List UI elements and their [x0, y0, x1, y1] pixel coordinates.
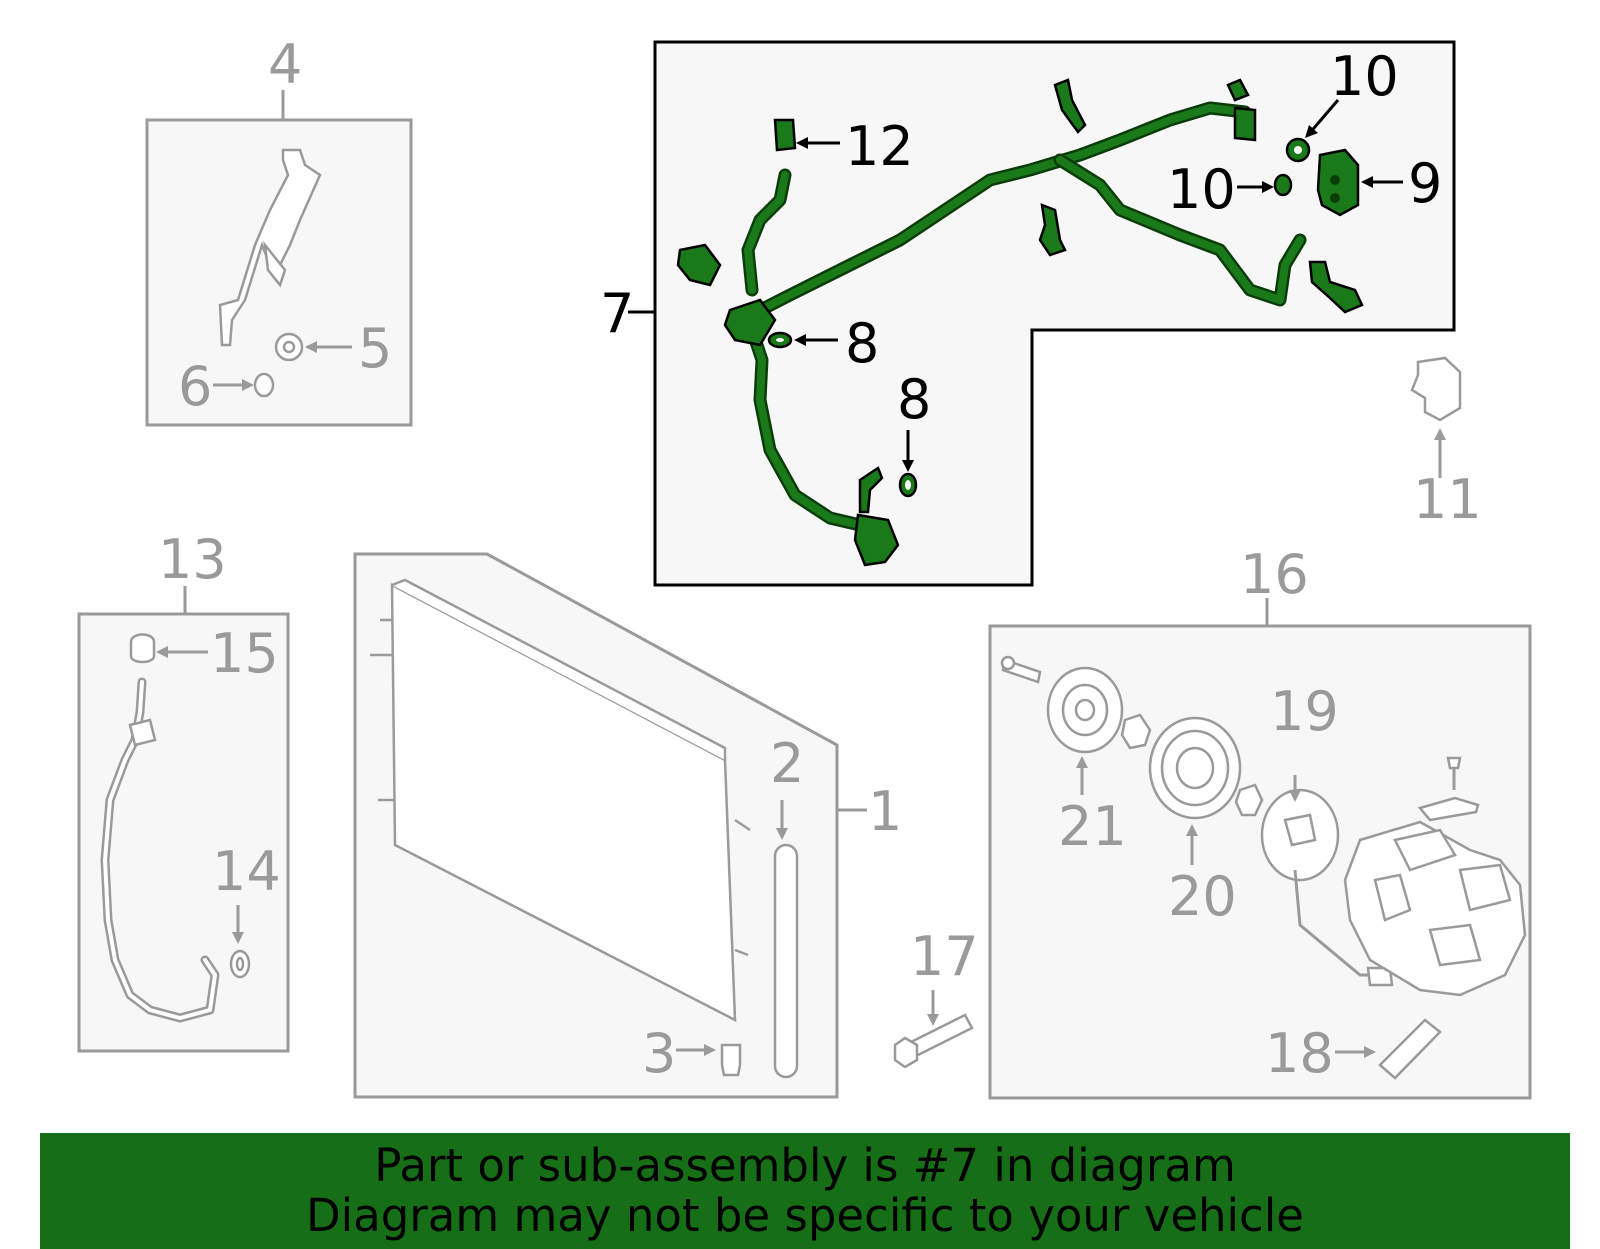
group-16[interactable]: 16 19 21 20 18: [988, 543, 1532, 1100]
label-4: 4: [268, 33, 302, 96]
label-9: 9: [1408, 152, 1442, 215]
label-8b: 8: [897, 368, 931, 431]
label-20: 20: [1168, 865, 1237, 928]
oring-6[interactable]: [253, 372, 275, 398]
label-16: 16: [1240, 543, 1309, 606]
group-17[interactable]: 17: [893, 925, 979, 1069]
relief-valve-18[interactable]: [1378, 1018, 1442, 1080]
hose-bracket-right[interactable]: [1308, 260, 1364, 314]
pressure-switch-11[interactable]: [1410, 356, 1462, 422]
compressor-body[interactable]: [1343, 820, 1527, 997]
label-10b: 10: [1167, 158, 1236, 221]
group-7[interactable]: 7 12 8 8 10 10 9: [600, 40, 1456, 587]
hose-bracket-left[interactable]: [676, 243, 722, 287]
plug-3[interactable]: [720, 1043, 742, 1077]
label-12: 12: [845, 115, 914, 178]
label-19: 19: [1270, 680, 1339, 743]
label-5: 5: [358, 317, 392, 380]
group-4[interactable]: 4 5 6: [145, 33, 413, 427]
info-banner: Part or sub-assembly is #7 in diagram Di…: [40, 1133, 1570, 1249]
label-18: 18: [1265, 1022, 1334, 1085]
label-13: 13: [158, 528, 227, 591]
condenser-core[interactable]: [390, 582, 737, 1023]
hose-end-fitting[interactable]: [853, 513, 900, 567]
label-3: 3: [642, 1022, 676, 1085]
oring-10b[interactable]: [1273, 173, 1293, 197]
bolt-top[interactable]: [1226, 78, 1250, 102]
service-port-12[interactable]: [773, 118, 797, 152]
label-2: 2: [770, 732, 804, 795]
pipe-bracket[interactable]: [218, 148, 322, 347]
hose-clip-top[interactable]: [1053, 78, 1087, 134]
group-13-box: [77, 612, 290, 1053]
group-1[interactable]: 1 2 3: [353, 552, 902, 1099]
label-1: 1: [868, 780, 902, 843]
label-17: 17: [910, 925, 979, 988]
label-15: 15: [210, 622, 279, 685]
label-11: 11: [1413, 468, 1482, 531]
group-11[interactable]: 11: [1410, 356, 1482, 531]
label-7: 7: [600, 282, 634, 345]
label-10a: 10: [1330, 45, 1399, 108]
label-21: 21: [1058, 795, 1127, 858]
label-14: 14: [212, 840, 281, 903]
cap-15[interactable]: [129, 633, 156, 664]
banner-line-2: Diagram may not be specific to your vehi…: [306, 1189, 1304, 1242]
group-7-box: [653, 40, 1456, 587]
hose-clip-mid[interactable]: [1038, 203, 1067, 257]
banner-line-1: Part or sub-assembly is #7 in diagram: [374, 1139, 1236, 1192]
receiver-drier-2[interactable]: [773, 843, 799, 1079]
hose-manifold[interactable]: [723, 298, 777, 347]
group-13[interactable]: 13 15 14: [77, 528, 290, 1053]
label-6: 6: [178, 355, 212, 418]
label-8a: 8: [845, 312, 879, 375]
